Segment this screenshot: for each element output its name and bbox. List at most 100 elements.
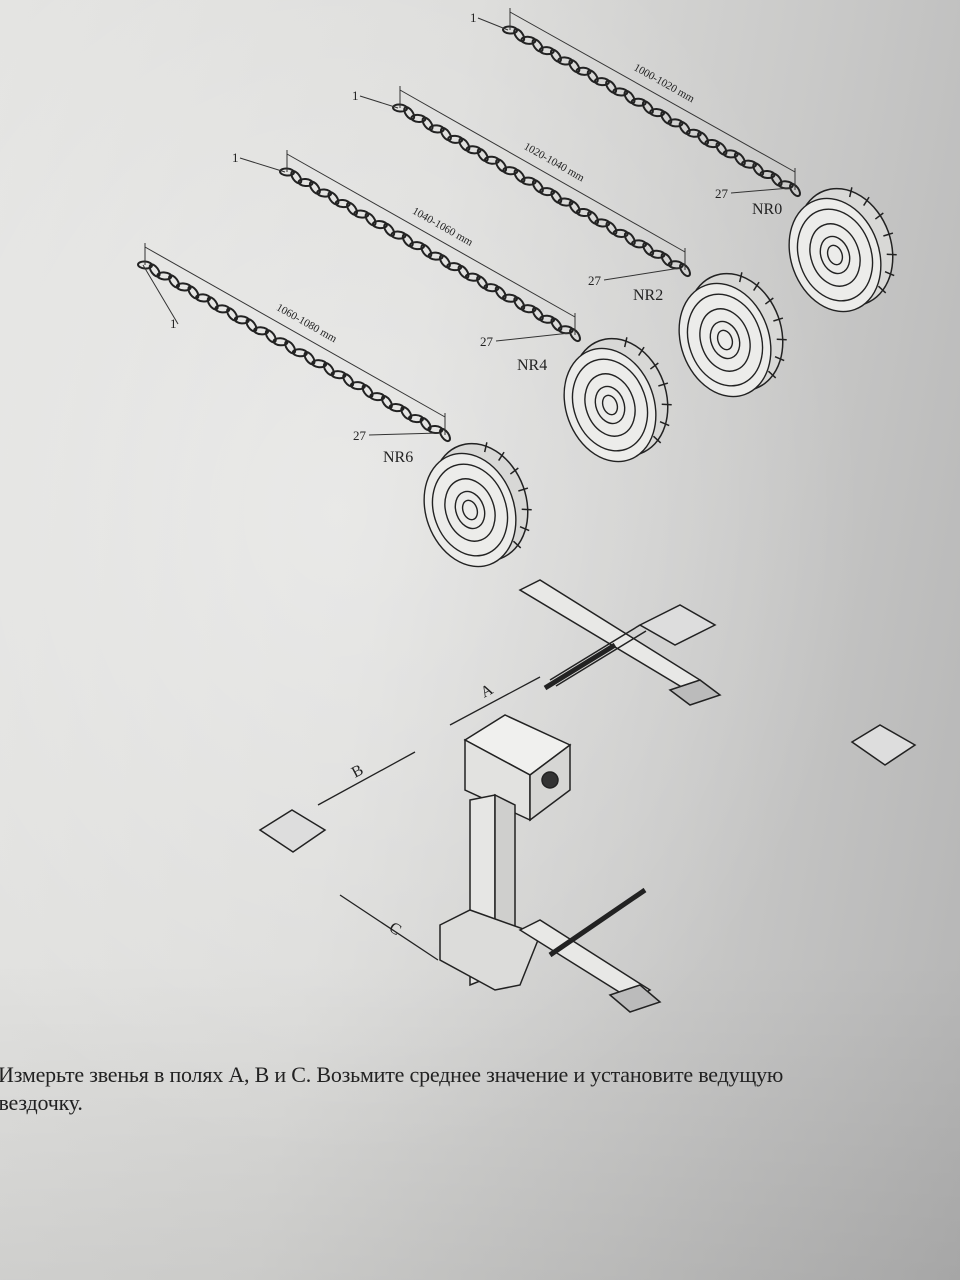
chain-link	[446, 262, 463, 272]
chain-link	[631, 239, 648, 249]
chain-link	[660, 110, 673, 125]
chain-start-label: 1	[352, 88, 359, 103]
upper-plate	[638, 604, 717, 646]
chain-link	[168, 274, 180, 289]
chain-link	[722, 149, 739, 159]
upper-foot	[668, 679, 722, 706]
chain-link	[495, 158, 508, 173]
chain-link	[388, 403, 405, 413]
chain-link	[623, 231, 636, 246]
chain-link	[465, 145, 482, 155]
chain-link	[649, 249, 666, 259]
sprocket-nr2	[678, 272, 787, 398]
chain-link	[649, 108, 666, 118]
chain-link	[513, 28, 526, 43]
chain-link	[476, 147, 489, 163]
dimension-c	[339, 894, 439, 961]
chain-link	[410, 113, 427, 123]
chain-link	[789, 182, 801, 198]
chain-link	[245, 318, 258, 333]
chain-link	[612, 87, 629, 97]
chain-link	[531, 38, 544, 53]
chain-link	[361, 384, 374, 399]
chain-link	[715, 141, 728, 156]
chain-link	[401, 233, 414, 248]
lower-foot	[608, 984, 662, 1013]
chain-link	[148, 263, 161, 278]
chain-link	[679, 262, 691, 278]
chain-link	[531, 306, 544, 322]
sprocket-nr4	[563, 337, 672, 463]
chain-link	[390, 230, 407, 240]
dimension-line	[509, 11, 796, 173]
lower-rod	[548, 887, 647, 958]
chain-link	[483, 155, 500, 165]
chain-link	[400, 406, 413, 421]
chain-link	[630, 97, 647, 107]
chain-link	[741, 159, 758, 169]
dimension-a	[449, 676, 541, 726]
chain-link	[214, 304, 231, 314]
chain-link	[612, 228, 629, 238]
chain-link	[660, 252, 673, 267]
chain-link	[678, 121, 691, 136]
chain-link	[327, 191, 340, 206]
chain-link	[569, 327, 581, 343]
chain-link	[520, 176, 537, 186]
chain-link	[575, 66, 592, 76]
dimension-arrows	[317, 676, 541, 961]
chain-link	[290, 170, 303, 185]
chain-start-label: 1	[470, 10, 477, 25]
chain-link	[364, 212, 377, 227]
chain-end-label: 27	[715, 186, 729, 201]
chain-link	[502, 166, 519, 176]
chain-link	[342, 373, 355, 388]
chain-link	[380, 395, 393, 410]
measuring-machine	[258, 579, 917, 1013]
chain-link	[440, 127, 452, 142]
chain-link	[349, 381, 366, 391]
chain-link	[568, 59, 581, 74]
chain-link	[605, 221, 618, 236]
chain-link	[420, 243, 433, 258]
chain-link	[770, 172, 783, 187]
chain-link	[187, 285, 200, 300]
chain-link	[175, 282, 192, 292]
chain-link	[369, 392, 386, 402]
chain-link	[483, 283, 500, 293]
chain-start-label: 1	[170, 316, 177, 331]
field-b-label: B	[349, 762, 366, 782]
field-a-label: A	[478, 681, 497, 702]
sprocket-nr6	[423, 442, 532, 568]
chain-link	[575, 207, 592, 218]
chain-link	[587, 210, 600, 225]
chain-link	[568, 200, 581, 215]
chain-link	[371, 220, 388, 230]
chain-link	[557, 56, 574, 66]
chain-link	[303, 351, 316, 366]
chain-link	[557, 197, 574, 207]
chain-link	[264, 329, 277, 344]
chain-link	[156, 271, 173, 281]
chain-link	[539, 314, 556, 324]
chain-link	[316, 188, 333, 198]
chain-link	[605, 79, 618, 94]
chain-link	[334, 199, 351, 209]
sprocket-nr0	[788, 187, 897, 313]
chain-link	[458, 137, 471, 152]
chain-link	[501, 293, 518, 303]
chain-start-label: 1	[232, 150, 239, 165]
chain-link	[308, 180, 321, 195]
chain-link	[407, 414, 424, 424]
chain-link	[538, 46, 555, 56]
chain-end-label: 27	[480, 334, 494, 349]
chain-link	[427, 251, 444, 261]
chain-link	[513, 168, 526, 183]
chain-link	[464, 272, 481, 282]
chain-link	[623, 90, 636, 105]
